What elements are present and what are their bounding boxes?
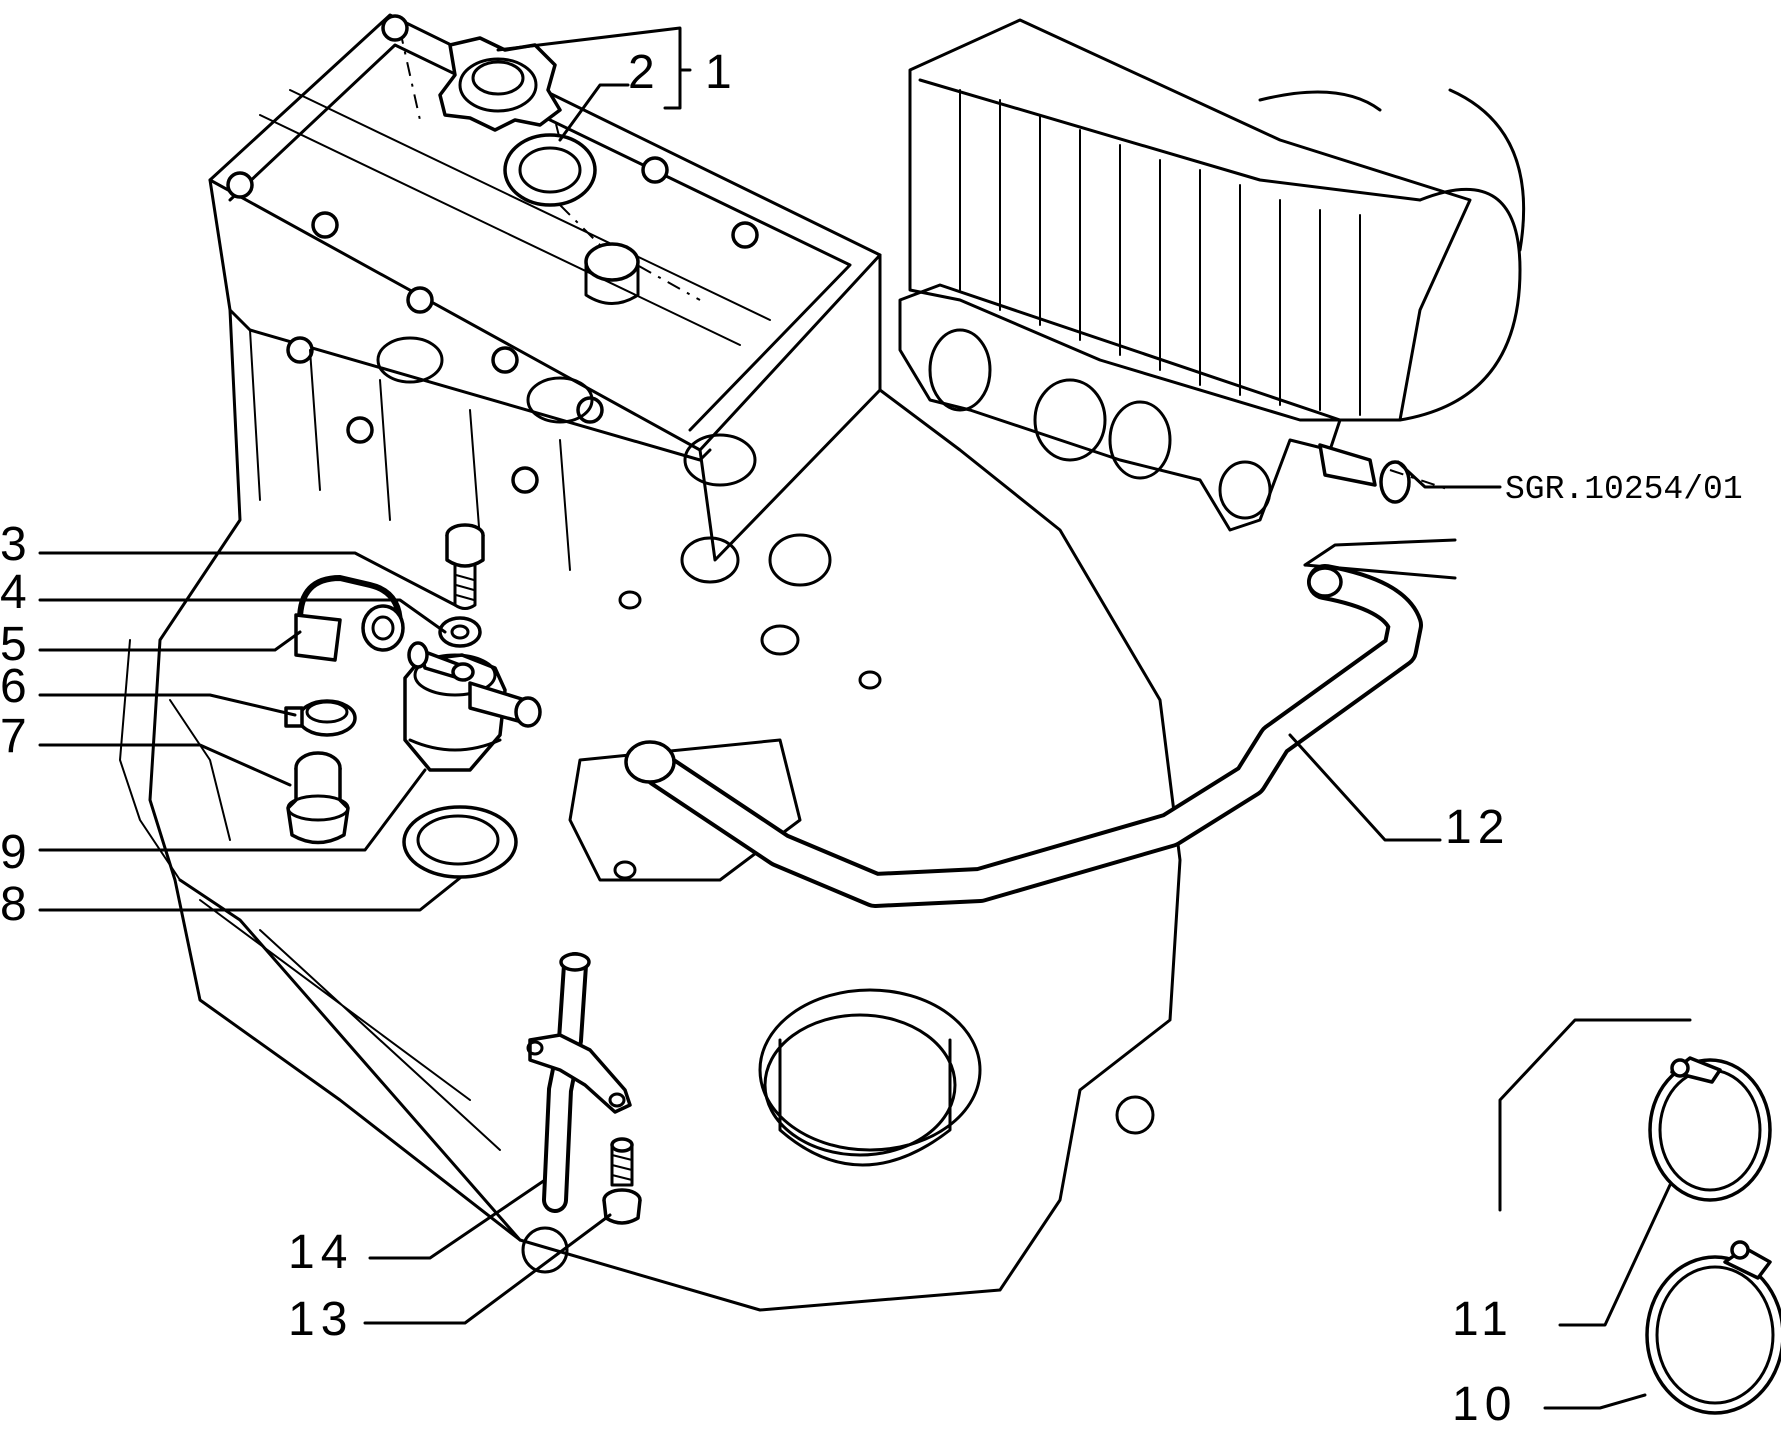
callout-7: 7 xyxy=(0,710,33,763)
callout-labels: 1 2 3 4 5 6 7 9 8 12 14 13 11 10 SGR.102… xyxy=(0,46,1743,1430)
callout-5: 5 xyxy=(0,618,33,671)
callout-8: 8 xyxy=(0,878,33,931)
oil-filter xyxy=(758,988,982,1167)
engine-block xyxy=(119,13,1182,1312)
leader-lines xyxy=(38,26,1672,1410)
callout-14: 14 xyxy=(288,1226,353,1279)
hose-12 xyxy=(624,538,1457,908)
callout-9: 9 xyxy=(0,826,33,879)
callout-3: 3 xyxy=(0,518,33,571)
callout-12: 12 xyxy=(1445,801,1510,854)
intake-ports xyxy=(376,336,882,690)
dipstick-tube-14 xyxy=(526,952,632,1213)
cover-studs xyxy=(226,14,759,494)
callout-11: 11 xyxy=(1452,1293,1514,1346)
callout-10: 10 xyxy=(1452,1378,1517,1430)
breather-valve-9 xyxy=(403,641,542,772)
callout-2: 2 xyxy=(628,46,661,99)
hose-clamp-11 xyxy=(1648,1056,1772,1202)
bolt-13 xyxy=(602,1137,642,1225)
clamp-6 xyxy=(284,699,357,737)
inset-bracket xyxy=(1498,1018,1692,1212)
elbow-hose-5 xyxy=(294,575,405,662)
callout-1: 1 xyxy=(705,46,738,99)
connector-7 xyxy=(286,751,350,845)
gasket-8 xyxy=(402,805,518,879)
callout-6: 6 xyxy=(0,660,33,713)
washer-4 xyxy=(438,616,482,648)
filler-cap-seal xyxy=(503,133,606,251)
hose-clamp-10 xyxy=(1645,1240,1781,1415)
intake-manifold xyxy=(898,18,1526,532)
oil-filler-cap xyxy=(438,36,562,132)
callout-4: 4 xyxy=(0,566,33,619)
drawing-reference: SGR.10254/01 xyxy=(1505,471,1743,508)
bolt-3 xyxy=(445,523,485,610)
callout-13: 13 xyxy=(288,1293,353,1346)
